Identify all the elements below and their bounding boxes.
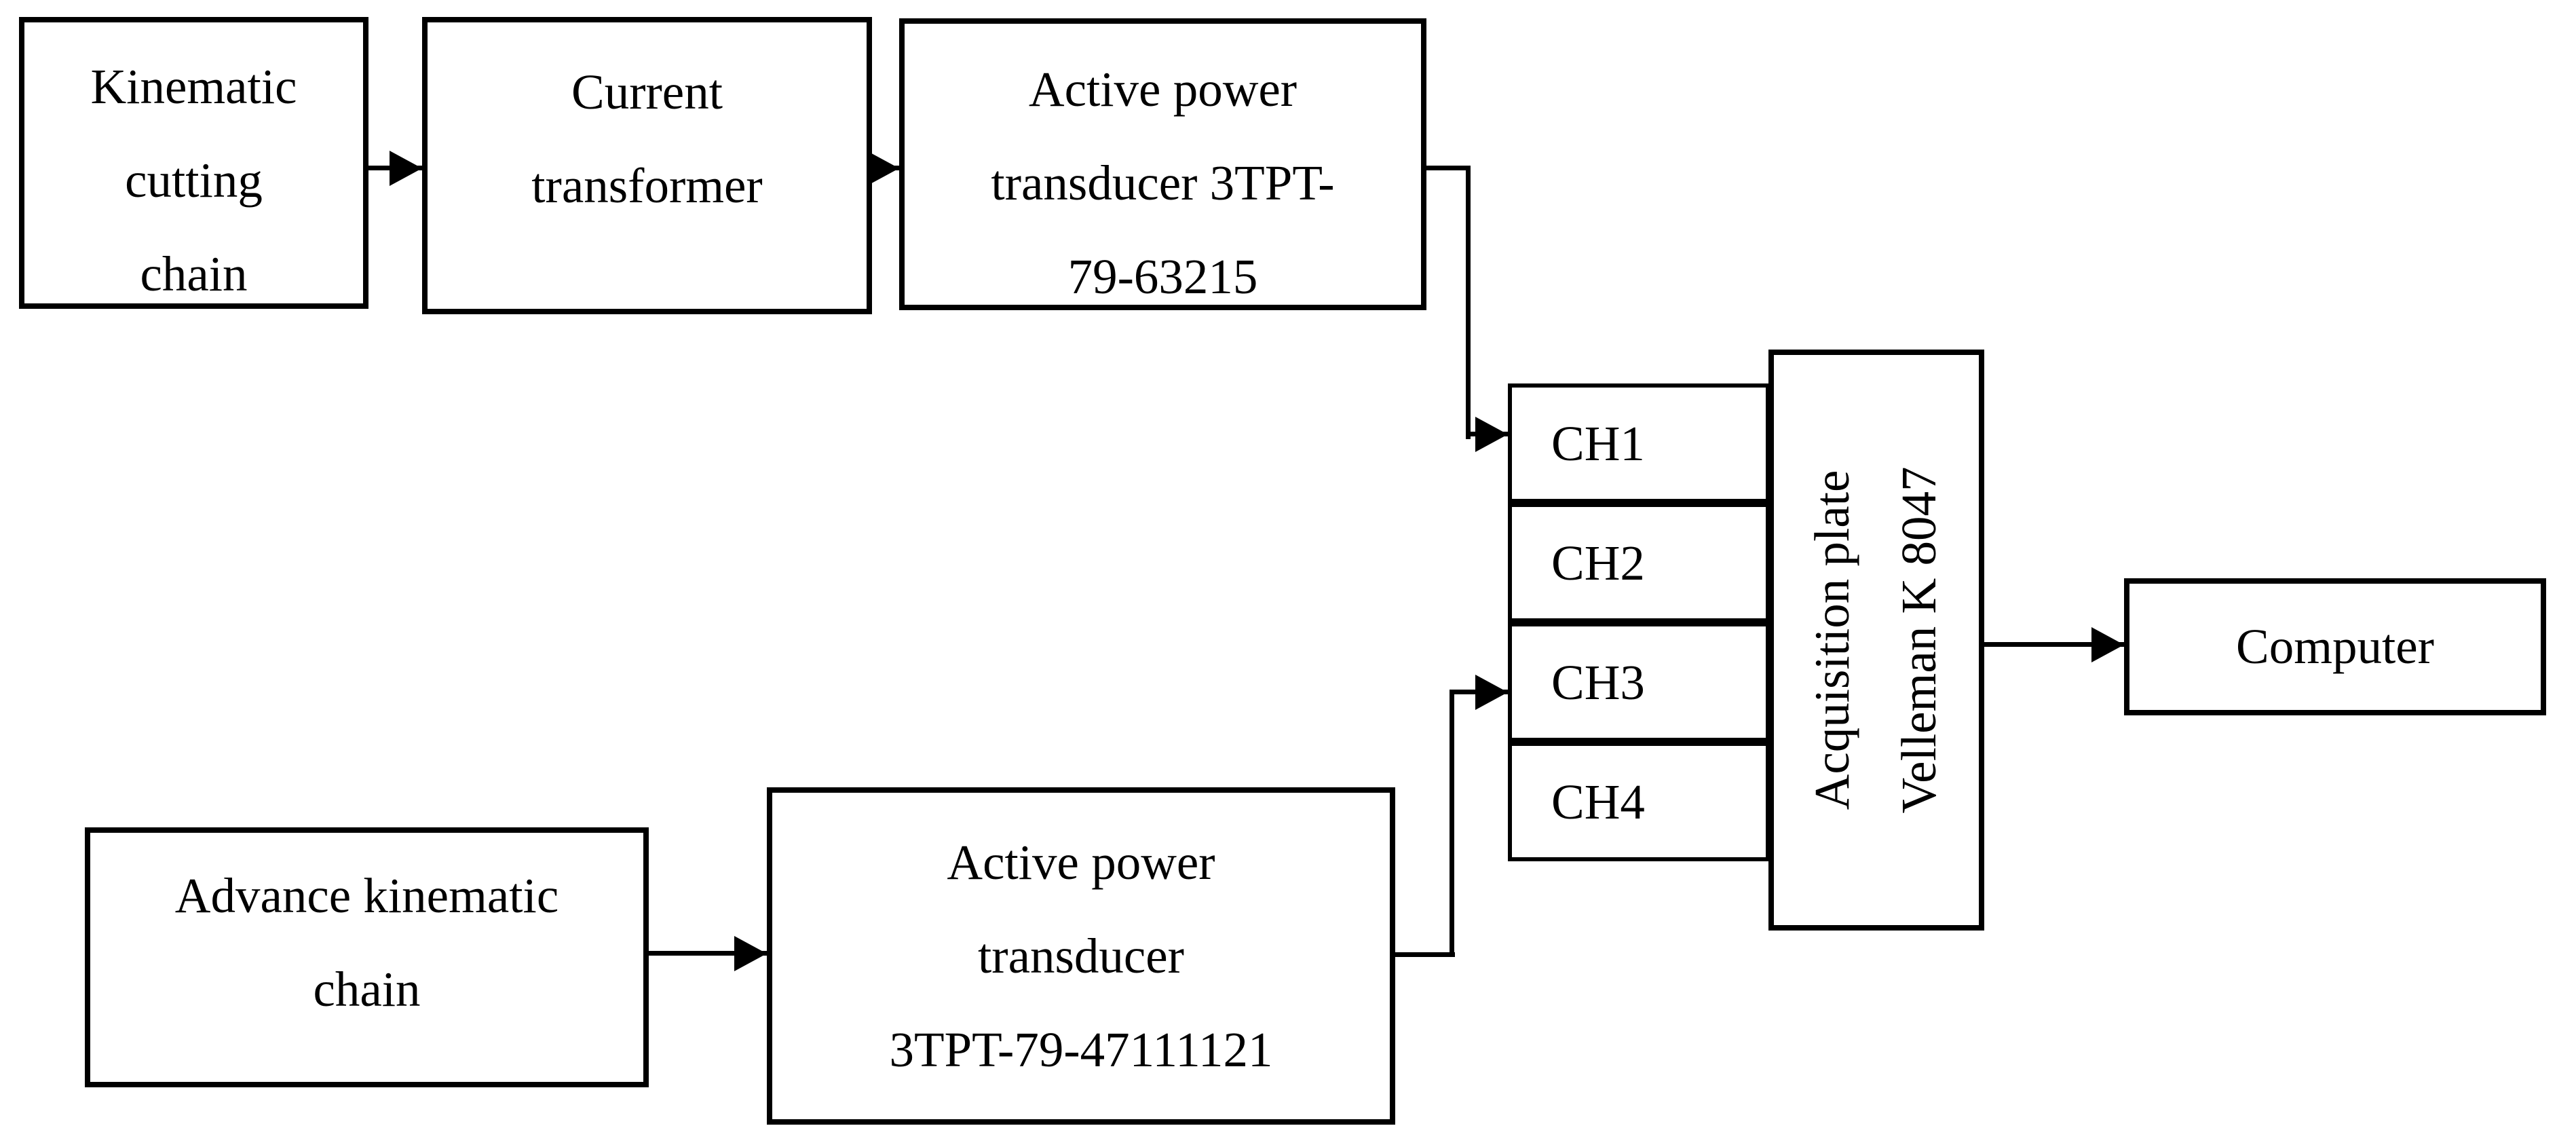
box-label-line: 79-63215	[1067, 249, 1258, 304]
box-label-line: cutting	[125, 153, 263, 208]
box-channel-ch3: CH3	[1508, 622, 1770, 742]
arrowhead-into-transducer1-icon	[867, 151, 899, 186]
arrowhead-into-transducer2-icon	[734, 936, 767, 971]
arrowhead-into-current-transformer-icon	[390, 151, 422, 186]
channel-label: CH3	[1551, 654, 1645, 710]
channel-label: CH2	[1551, 535, 1645, 590]
box-acquisition-plate	[1768, 350, 1984, 931]
box-label-line: 3TPT-79-47111121	[889, 1022, 1273, 1077]
channel-label: CH4	[1551, 774, 1645, 829]
box-active-power-transducer-47111121: Active power transducer 3TPT-79-47111121	[767, 787, 1395, 1125]
box-kinematic-cutting-chain: Kinematic cutting chain	[19, 17, 368, 309]
connector-advance-to-transducer2	[649, 951, 767, 956]
box-label-line: Velleman K 8047	[1891, 466, 1946, 814]
box-label-line: Advance kinematic	[174, 868, 559, 923]
box-label-line: Acquisition plate	[1804, 470, 1859, 810]
box-label-line: Computer	[2236, 619, 2434, 674]
box-label-line: Kinematic	[90, 59, 297, 114]
box-label-line: Active power	[947, 835, 1215, 890]
box-label-line: Active power	[1028, 62, 1298, 117]
connector-transducer2-to-ch3-vertical	[1450, 690, 1454, 957]
box-label-line: transformer	[531, 158, 763, 213]
box-channel-ch1: CH1	[1508, 383, 1770, 503]
connector-transducer1-to-ch1-horizontal	[1426, 166, 1471, 170]
box-computer: Computer	[2124, 578, 2546, 715]
box-label-line: chain	[313, 962, 421, 1017]
box-label-line: transducer	[977, 928, 1184, 983]
box-active-power-transducer-63215: Active power transducer 3TPT- 79-63215	[899, 18, 1426, 310]
box-channel-ch2: CH2	[1508, 503, 1770, 622]
arrowhead-into-computer-icon	[2091, 627, 2124, 662]
box-advance-kinematic-chain: Advance kinematic chain	[85, 827, 649, 1087]
arrowhead-into-ch3-icon	[1475, 675, 1508, 710]
acquisition-plate-label: Acquisition plate Velleman K 8047	[1787, 362, 1965, 918]
box-label-line: Current	[571, 64, 723, 119]
channel-label: CH1	[1551, 415, 1645, 471]
box-channel-ch4: CH4	[1508, 742, 1770, 861]
box-label-line: transducer 3TPT-	[991, 155, 1335, 210]
arrowhead-into-ch1-icon	[1475, 417, 1508, 452]
connector-transducer2-to-ch3-horizontal	[1395, 952, 1455, 957]
connector-plate-to-computer	[1984, 642, 2124, 647]
box-current-transformer: Current transformer	[422, 17, 872, 314]
box-label-line: chain	[140, 246, 248, 301]
connector-transducer1-to-ch1-vertical	[1466, 166, 1471, 439]
